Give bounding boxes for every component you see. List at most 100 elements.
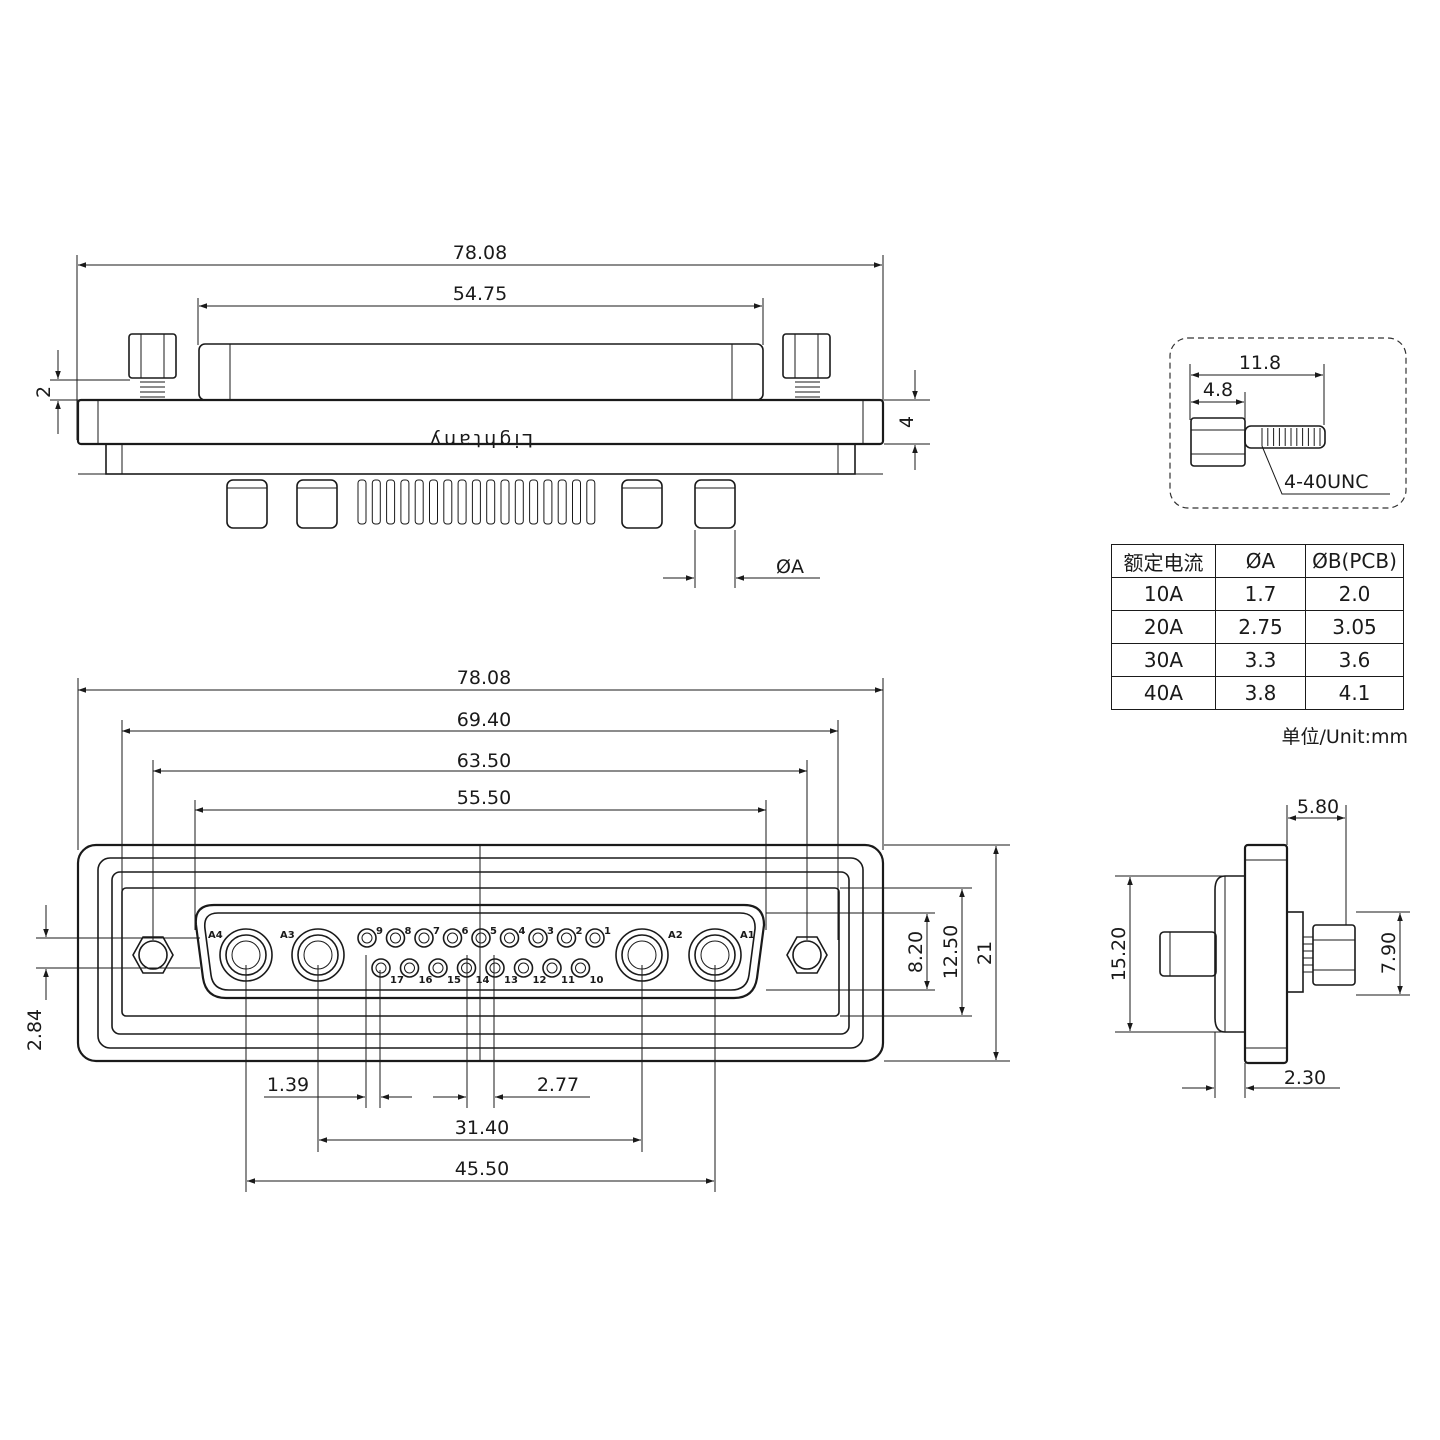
signal-pin: [371, 479, 381, 525]
pin-label: 8: [405, 926, 412, 937]
pin-label: 12: [533, 975, 547, 986]
mounting-hole-right: [786, 936, 828, 974]
signal-pin: [586, 479, 596, 525]
table-header-row: 额定电流 ØA ØB(PCB): [1111, 544, 1404, 578]
table-row: 20A 2.75 3.05: [1111, 610, 1404, 644]
screw-head-label: 4.8: [1203, 379, 1233, 401]
table-cell: 3.3: [1215, 643, 1306, 677]
screw-left: [128, 333, 177, 379]
table-cell: 2.75: [1215, 610, 1306, 644]
d-shell-outer: [194, 903, 766, 1000]
pin-label: 4: [519, 926, 526, 937]
screw-detail: 11.8 4.8 4-40UNC: [1169, 337, 1407, 509]
signal-contact: [499, 928, 520, 948]
side-shell: [1159, 931, 1217, 977]
dim-pin-diameter-label: ØA: [776, 556, 804, 578]
power-label-a3: A3: [280, 930, 295, 941]
dim-flange-inner-label: 69.40: [457, 709, 511, 731]
table-cell: 4.1: [1305, 676, 1404, 710]
power-label-a1: A1: [740, 930, 755, 941]
power-label-a4: A4: [208, 930, 223, 941]
pin-label: 5: [490, 926, 497, 937]
table-cell: 3.05: [1305, 610, 1404, 644]
signal-contact: [399, 958, 420, 978]
signal-contacts: [357, 928, 605, 978]
table-cell: 20A: [1111, 610, 1216, 644]
table-cell: 40A: [1111, 676, 1216, 710]
dim-overall-width-label: 78.08: [453, 242, 507, 264]
dim-screw-height-label: 2: [33, 386, 55, 398]
pin-label: 6: [462, 926, 469, 937]
signal-contact: [371, 958, 391, 978]
side-view: 5.80 15.20 7.90 2.30: [1108, 796, 1410, 1098]
signal-contact: [428, 958, 448, 978]
front-flange: [76, 843, 885, 1063]
signal-pin: [429, 479, 438, 525]
spec-table: 额定电流 ØA ØB(PCB) 10A 1.7 2.0 20A 2.75 3.0…: [1111, 544, 1404, 710]
pin-label: 9: [376, 926, 383, 937]
signal-pin: [400, 479, 410, 525]
dim-power-inner-label: 31.40: [455, 1117, 509, 1139]
front-view: 78.08 69.40 63.50 55.50: [24, 667, 1010, 1192]
dim-shell-width-label: 54.75: [453, 283, 507, 305]
unit-note: 单位/Unit:mm: [1281, 726, 1409, 748]
dim-shell-inner-label: 55.50: [457, 787, 511, 809]
power-pins-top: [226, 479, 736, 529]
signal-contact: [528, 928, 548, 948]
signal-pin: [457, 479, 467, 525]
pin-label: 3: [547, 926, 554, 937]
pin-label: 7: [433, 926, 440, 937]
table-row: 10A 1.7 2.0: [1111, 577, 1404, 611]
pin-label: 17: [390, 975, 404, 986]
signal-contact: [585, 928, 605, 948]
dim-height-inner-label: 8.20: [905, 931, 927, 973]
signal-pin: [572, 479, 581, 525]
pin-label: 13: [504, 975, 518, 986]
pin-label: 16: [419, 975, 433, 986]
table-header: ØA: [1215, 544, 1306, 578]
signal-contact: [556, 928, 577, 948]
screw-right: [782, 333, 831, 379]
signal-pin: [386, 479, 396, 525]
dim-height-total-label: 21: [974, 941, 996, 965]
dim-hole-spacing-label: 63.50: [457, 750, 511, 772]
table-cell: 3.8: [1215, 676, 1306, 710]
side-screw: [1312, 924, 1356, 986]
signal-pins-top: [357, 479, 596, 525]
table-cell: 1.7: [1215, 577, 1306, 611]
side-screw-height-label: 7.90: [1378, 932, 1400, 974]
signal-pin: [500, 479, 510, 525]
pin-label: 11: [561, 975, 575, 986]
pin-label: 2: [576, 926, 583, 937]
side-flange: [1243, 843, 1289, 1065]
table-row: 40A 3.8 4.1: [1111, 676, 1404, 710]
dim-front-overall-label: 78.08: [457, 667, 511, 689]
dim-height-shell-label: 12.50: [940, 925, 962, 979]
side-flange-label: 2.30: [1284, 1067, 1326, 1089]
pin-label: 1: [604, 926, 611, 937]
side-depth-label: 5.80: [1297, 796, 1339, 818]
signal-pin: [443, 479, 453, 525]
table-row: 30A 3.3 3.6: [1111, 643, 1404, 677]
signal-pin: [543, 479, 553, 525]
screw-length-label: 11.8: [1239, 352, 1281, 374]
table-header: 额定电流: [1111, 544, 1216, 578]
table-cell: 2.0: [1305, 577, 1404, 611]
signal-contact: [385, 928, 406, 948]
table-cell: 3.6: [1305, 643, 1404, 677]
pin-label: 15: [447, 975, 461, 986]
signal-contact: [442, 928, 463, 948]
dim-offset-vertical-label: 2.84: [24, 1009, 46, 1051]
signal-pin: [486, 479, 496, 525]
pin-label: 10: [590, 975, 604, 986]
table-cell: 10A: [1111, 577, 1216, 611]
signal-pin: [557, 479, 567, 525]
power-label-a2: A2: [668, 930, 683, 941]
table-header: ØB(PCB): [1305, 544, 1404, 578]
side-height-label: 15.20: [1108, 927, 1130, 981]
signal-contact: [357, 928, 377, 948]
signal-pin: [471, 479, 481, 525]
